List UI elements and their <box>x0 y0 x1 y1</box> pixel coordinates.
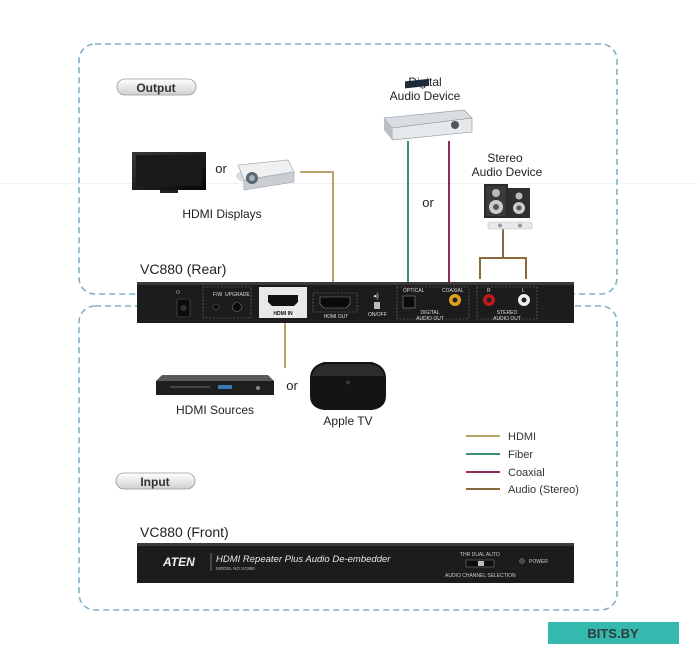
tv-icon <box>132 152 206 193</box>
fw-label: F/W <box>213 292 222 298</box>
bg-band <box>0 183 697 184</box>
hdmi-in-port-icon <box>268 295 298 306</box>
hdmi-sources-label: HDMI Sources <box>176 403 254 417</box>
output-label-pill: Output <box>116 78 197 96</box>
hdmi-in-label: HDMI IN <box>273 311 293 317</box>
upgrade-port-icon <box>232 302 242 312</box>
legend: HDMI Fiber Coaxial Audio (Stereo) <box>466 431 579 496</box>
stereo-cable <box>479 257 527 279</box>
rear-panel-title: VC880 (Rear) <box>140 261 226 277</box>
optical-port-icon <box>402 295 416 309</box>
input-label-pill: Input <box>115 472 196 490</box>
projector-icon <box>236 159 295 191</box>
speaker-icon: ◂) <box>373 293 379 300</box>
apple-tv-icon: ● <box>310 362 386 410</box>
fw-button-icon <box>212 303 220 311</box>
front-panel: ATEN HDMI Repeater Plus Audio De-embedde… <box>137 543 574 583</box>
legend-label-hdmi: HDMI <box>508 431 536 443</box>
svg-text:⏻: ⏻ <box>176 290 180 296</box>
digital-audio-device-icon <box>383 78 473 141</box>
onoff-switch-icon <box>374 302 380 309</box>
stereo-audio-out-1: STEREO <box>497 310 518 316</box>
watermark: BITS.BY <box>548 622 679 644</box>
switch-positions-label: THR DUAL AUTO <box>460 552 500 558</box>
output-region <box>78 43 618 295</box>
model-number: MODEL NO.VC880 <box>216 566 255 571</box>
brand-logo: ATEN <box>162 555 195 569</box>
stereo-audio-out-2: AUDIO OUT <box>493 316 521 322</box>
or-display: or <box>215 161 227 176</box>
input-label: Input <box>140 475 169 489</box>
hdmi-displays-label: HDMI Displays <box>182 207 261 221</box>
power-label: POWER <box>529 559 548 565</box>
l-label: L <box>522 288 525 294</box>
or-source: or <box>286 378 298 393</box>
hdmi-out-label: HDMI OUT <box>324 314 349 320</box>
front-panel-title: VC880 (Front) <box>140 524 229 540</box>
legend-label-fiber: Fiber <box>508 449 533 461</box>
rear-panel: ⏻ F/W UPGRADE HDMI IN HDMI OUT ◂) ON/OFF… <box>137 282 574 323</box>
stereo-audio-label-1: Stereo <box>487 151 523 165</box>
dvd-player-icon <box>156 375 274 395</box>
legend-label-coaxial: Coaxial <box>508 467 545 479</box>
upgrade-label: UPGRADE <box>225 292 250 298</box>
power-led-icon <box>519 558 525 564</box>
apple-tv-label: Apple TV <box>323 414 372 428</box>
hdmi-out-cable <box>300 171 334 283</box>
digital-audio-out-1: DIGITAL <box>420 310 439 316</box>
or-audio: or <box>422 195 434 210</box>
svg-text:●: ● <box>345 377 350 387</box>
watermark-text: BITS.BY <box>587 626 639 641</box>
digital-audio-out-2: AUDIO OUT <box>416 316 444 322</box>
onoff-label: ON/OFF <box>368 312 387 318</box>
legend-label-stereo: Audio (Stereo) <box>508 484 579 496</box>
optical-label: OPTICAL <box>403 288 425 294</box>
coaxial-label: COAXIAL <box>442 288 464 294</box>
speakers-icon <box>484 184 533 230</box>
channel-selection-label: AUDIO CHANNEL SELECTION <box>445 573 516 579</box>
digital-audio-label-2: Audio Device <box>390 89 461 103</box>
r-label: R <box>487 288 491 294</box>
stereo-audio-label-2: Audio Device <box>472 165 543 179</box>
output-label: Output <box>136 81 175 95</box>
hdmi-out-port-icon <box>319 296 351 309</box>
product-name: HDMI Repeater Plus Audio De-embedder <box>216 554 391 565</box>
